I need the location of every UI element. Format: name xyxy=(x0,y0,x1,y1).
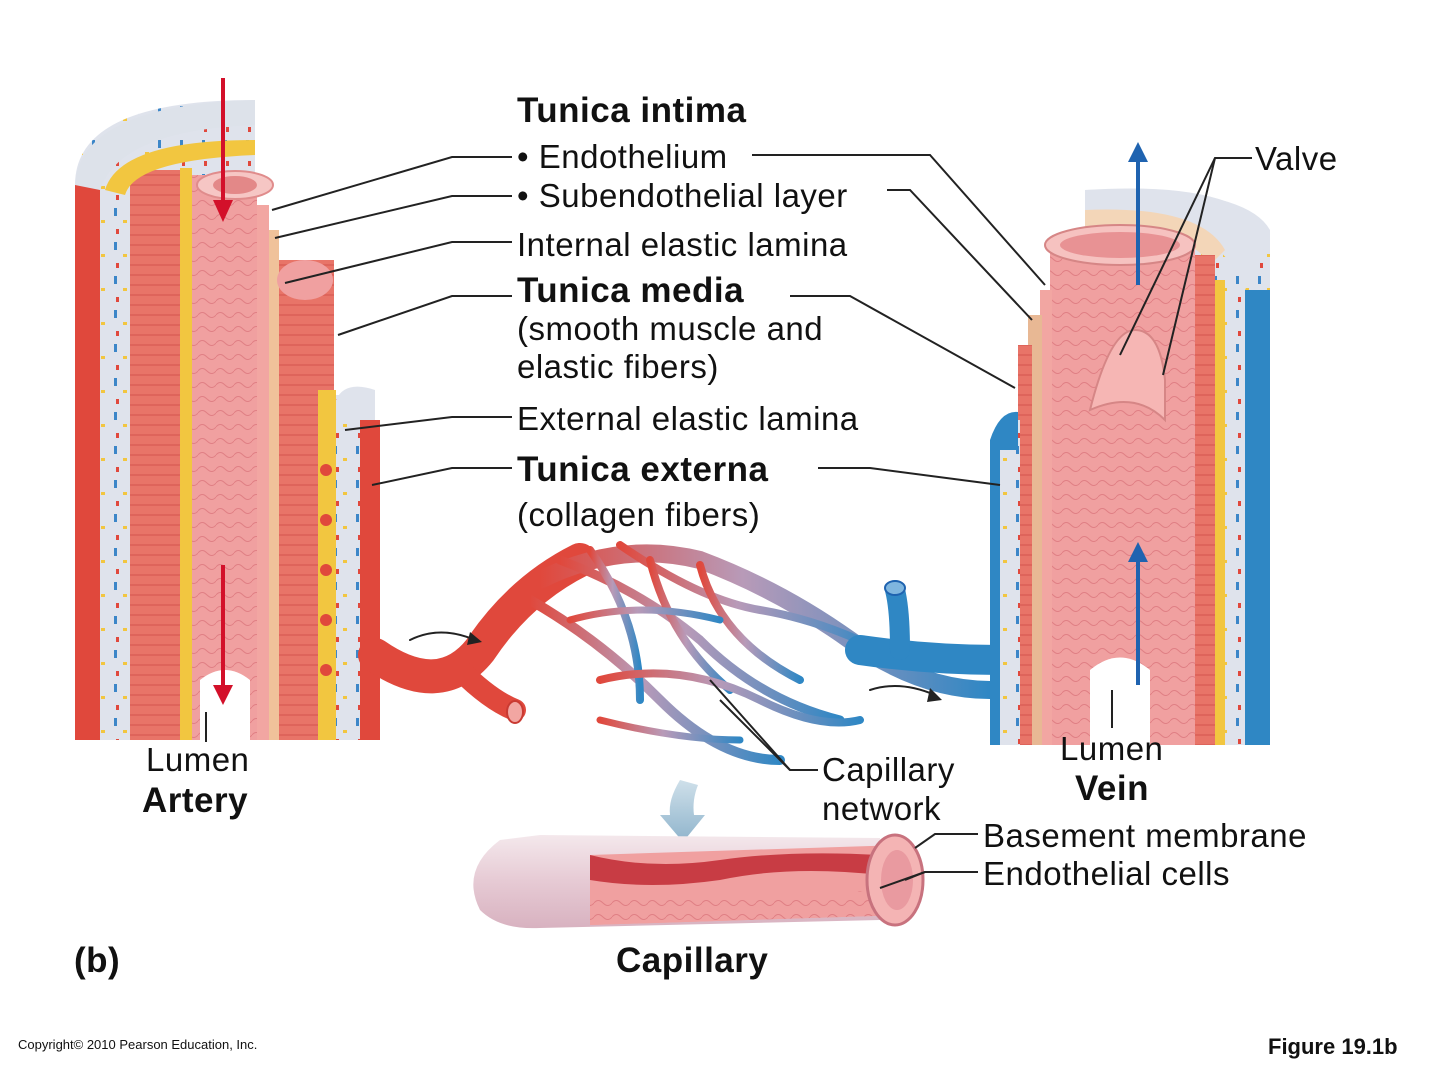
vein-illustration xyxy=(990,142,1270,745)
label-capillary-network-2: network xyxy=(822,790,942,827)
label-artery: Artery xyxy=(142,781,249,820)
label-tunica-externa: Tunica externa xyxy=(517,450,769,489)
label-endothelium: • Endothelium xyxy=(517,138,728,175)
label-lumen-artery: Lumen xyxy=(146,741,250,778)
capillary-illustration xyxy=(473,833,925,929)
artery-illustration xyxy=(75,78,380,740)
label-internal-elastic-lamina: Internal elastic lamina xyxy=(517,226,848,263)
label-valve: Valve xyxy=(1255,140,1338,177)
label-endothelial-cells: Endothelial cells xyxy=(983,855,1230,892)
label-capillary: Capillary xyxy=(616,941,769,980)
copyright-notice: Copyright© 2010 Pearson Education, Inc. xyxy=(18,1037,258,1052)
label-tunica-externa-desc: (collagen fibers) xyxy=(517,496,761,533)
magnify-arrow xyxy=(660,780,705,842)
label-basement-membrane: Basement membrane xyxy=(983,817,1307,854)
label-tunica-media-desc-1: (smooth muscle and xyxy=(517,310,824,347)
label-panel-b: (b) xyxy=(74,941,121,980)
capillary-network-illustration xyxy=(358,541,1015,765)
label-external-elastic-lamina: External elastic lamina xyxy=(517,400,859,437)
label-tunica-media: Tunica media xyxy=(517,271,745,310)
label-tunica-intima: Tunica intima xyxy=(517,91,747,130)
label-subendothelial-layer: • Subendothelial layer xyxy=(517,177,848,214)
leader-lines xyxy=(205,154,1252,889)
label-lumen-vein: Lumen xyxy=(1060,730,1164,767)
label-vein: Vein xyxy=(1075,769,1149,808)
figure-number: Figure 19.1b xyxy=(1268,1034,1398,1059)
label-tunica-media-desc-2: elastic fibers) xyxy=(517,348,719,385)
label-capillary-network-1: Capillary xyxy=(822,751,955,788)
